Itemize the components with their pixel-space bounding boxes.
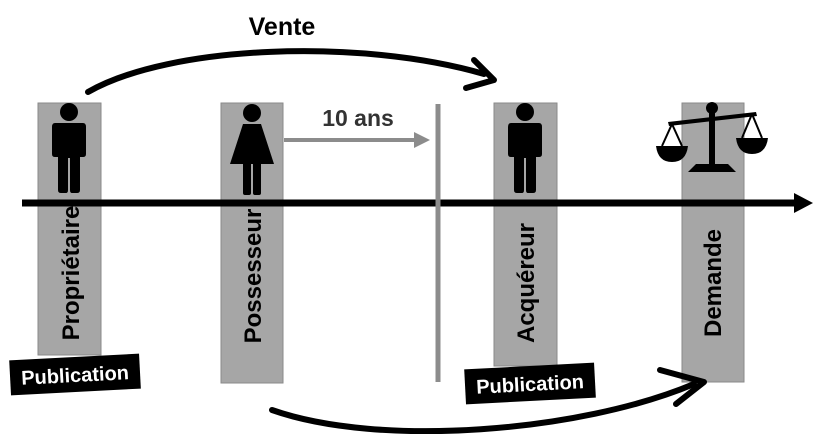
vente-label: Vente [249,13,316,41]
column-label-acquereur: Acquéreur [513,223,540,343]
column-label-proprietaire: Propriétaire [58,206,85,341]
timeline-arrowhead [794,193,813,213]
duration-label: 10 ans [322,105,394,131]
publication-arrow [269,381,697,434]
duration-arrowhead [414,132,430,148]
publication-badge-right: Publication [464,362,596,405]
publication-arrowhead [657,367,707,407]
vente-arrow [85,48,487,95]
column-label-demande: Demande [700,229,727,337]
scales-of-justice-icon [655,101,769,173]
vente-arrowhead [463,57,497,91]
publication-badge-left: Publication [9,353,141,396]
column-label-possesseur: Possesseur [240,209,267,344]
